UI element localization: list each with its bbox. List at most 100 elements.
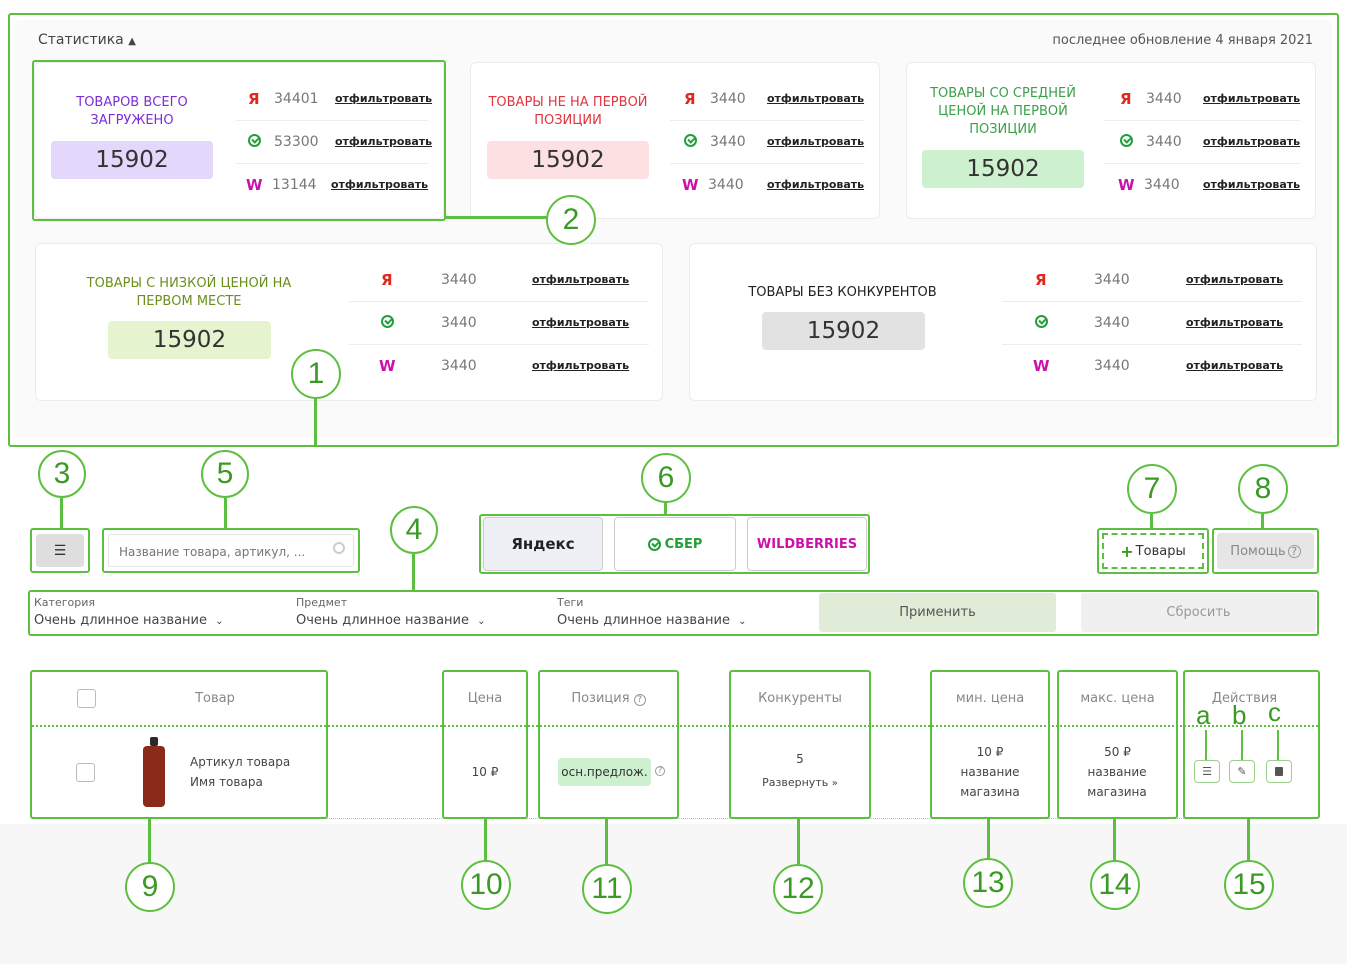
yandex-icon: Я xyxy=(248,89,260,108)
annotation-c: c xyxy=(1268,697,1281,727)
annotation-11: 11 xyxy=(582,864,632,914)
sber-icon xyxy=(248,133,274,151)
filter-link[interactable]: отфильтровать xyxy=(532,273,630,286)
card-not-first-row-yandex: Я 3440 отфильтровать xyxy=(684,77,864,120)
card-low-price xyxy=(35,243,663,401)
tags-value: Очень длинное название xyxy=(557,613,730,628)
wildberries-icon: W xyxy=(1118,175,1135,194)
annotation-line xyxy=(797,819,800,864)
count-yandex: 3440 xyxy=(1094,271,1130,288)
header-position: Позиция ? xyxy=(540,691,677,706)
sber-icon xyxy=(647,537,661,551)
card-avg-price-row-sber: 3440 отфильтровать xyxy=(1120,120,1300,163)
card-no-competitors-row-sber: 3440 отфильтровать xyxy=(1035,301,1283,344)
reset-label: Сбросить xyxy=(1166,605,1231,620)
filter-link[interactable]: отфильтровать xyxy=(767,135,865,148)
market-tab-yandex[interactable]: Яндекс xyxy=(483,517,603,571)
product-image xyxy=(140,737,168,807)
annotation-10: 10 xyxy=(461,860,511,910)
filter-link[interactable]: отфильтровать xyxy=(767,178,865,191)
card-low-price-row-sber: 3440 отфильтровать xyxy=(381,301,629,344)
header-price: Цена xyxy=(467,691,503,706)
stats-heading-label: Статистика xyxy=(38,32,124,48)
subject-label: Предмет xyxy=(296,596,348,609)
count-yandex: 3440 xyxy=(1146,90,1182,107)
card-total-title: ТОВАРОВ ВСЕГО ЗАГРУЖЕНО xyxy=(76,95,188,128)
filter-link[interactable]: отфильтровать xyxy=(335,92,433,105)
card-avg-price-value: 15902 xyxy=(922,150,1084,188)
divider xyxy=(670,120,864,121)
card-total-row-sber: 53300 отфильтровать xyxy=(248,120,432,163)
card-not-first-title: ТОВАРЫ НЕ НА ПЕРВОЙ ПОЗИЦИИ xyxy=(488,95,648,128)
wildberries-icon: W xyxy=(682,175,699,194)
filter-link[interactable]: отфильтровать xyxy=(335,135,433,148)
chevron-down-icon: ⌄ xyxy=(215,616,224,627)
annotation-line xyxy=(412,554,415,590)
market-tab-yandex-label: Яндекс xyxy=(511,535,575,553)
annotation-line xyxy=(60,498,63,528)
help-button[interactable]: Помощь ? xyxy=(1217,533,1314,569)
filter-link[interactable]: отфильтровать xyxy=(767,92,865,105)
col-min-price-frame xyxy=(930,670,1050,819)
trash-icon xyxy=(1275,767,1283,776)
reset-button[interactable]: Сбросить xyxy=(1081,593,1316,632)
min-price-value: 10 ₽ xyxy=(976,745,1004,759)
category-value: Очень длинное название xyxy=(34,613,207,628)
annotation-line xyxy=(484,819,487,861)
card-no-competitors-title: ТОВАРЫ БЕЗ КОНКУРЕНТОВ xyxy=(748,285,937,300)
question-icon[interactable]: ? xyxy=(633,694,646,706)
filter-link[interactable]: отфильтровать xyxy=(1203,92,1301,105)
col-position-frame xyxy=(538,670,679,819)
filter-link[interactable]: отфильтровать xyxy=(532,316,630,329)
market-tab-sber[interactable]: СБЕР xyxy=(614,517,736,571)
expand-link[interactable]: Развернуть » xyxy=(731,773,869,794)
last-update: последнее обновление 4 января 2021 xyxy=(1052,33,1313,48)
price-value: 10 ₽ xyxy=(471,765,499,779)
annotation-line xyxy=(1261,514,1264,528)
annotation-line xyxy=(148,819,151,863)
apply-button[interactable]: Применить xyxy=(819,593,1056,632)
card-avg-price xyxy=(906,62,1316,219)
stats-heading[interactable]: Статистика ▲ xyxy=(38,32,136,48)
filter-toggle-button[interactable]: ☰ xyxy=(30,528,90,573)
annotation-line xyxy=(1241,730,1243,760)
category-select[interactable]: Очень длинное название ⌄ xyxy=(34,613,224,628)
settings-action-button[interactable]: ☰ xyxy=(1194,760,1220,783)
add-goods-button[interactable]: + Товары xyxy=(1102,533,1204,569)
position-badge: осн.предлож. xyxy=(558,758,651,786)
annotation-line xyxy=(1247,819,1250,861)
count-wb: 13144 xyxy=(272,176,317,193)
count-wb: 3440 xyxy=(1144,176,1180,193)
search-input[interactable] xyxy=(117,535,326,568)
divider xyxy=(1002,344,1302,345)
market-tab-wildberries[interactable]: WILDBERRIES xyxy=(747,517,867,571)
filter-link[interactable]: отфильтровать xyxy=(532,359,630,372)
select-all-checkbox[interactable] xyxy=(77,689,96,708)
filter-link[interactable]: отфильтровать xyxy=(1186,316,1284,329)
subject-select[interactable]: Очень длинное название ⌄ xyxy=(296,613,486,628)
filter-link[interactable]: отфильтровать xyxy=(1203,135,1301,148)
card-not-first xyxy=(470,62,880,219)
edit-action-button[interactable]: ✎ xyxy=(1229,760,1255,783)
tags-select[interactable]: Очень длинное название ⌄ xyxy=(557,613,747,628)
delete-action-button[interactable] xyxy=(1266,760,1292,783)
filter-link[interactable]: отфильтровать xyxy=(1186,359,1284,372)
question-icon: ? xyxy=(1287,544,1301,558)
header-min-price: мин. цена xyxy=(955,691,1025,706)
search-icon[interactable] xyxy=(333,542,345,554)
filter-link[interactable]: отфильтровать xyxy=(1203,178,1301,191)
question-icon[interactable]: ? xyxy=(655,766,665,776)
filter-link[interactable]: отфильтровать xyxy=(331,178,429,191)
annotation-7: 7 xyxy=(1127,464,1177,514)
col-competitors-frame xyxy=(729,670,871,819)
annotation-frame-2 xyxy=(32,60,446,221)
filter-link[interactable]: отфильтровать xyxy=(1186,273,1284,286)
annotation-line xyxy=(987,819,990,859)
product-name: Имя товара xyxy=(190,775,263,789)
header-max-price: макс. цена xyxy=(1080,691,1155,706)
annotation-line xyxy=(314,399,317,445)
annotation-2: 2 xyxy=(546,195,596,245)
add-goods-label: Товары xyxy=(1135,543,1186,559)
row-checkbox[interactable] xyxy=(76,763,95,782)
annotation-5: 5 xyxy=(201,450,249,498)
